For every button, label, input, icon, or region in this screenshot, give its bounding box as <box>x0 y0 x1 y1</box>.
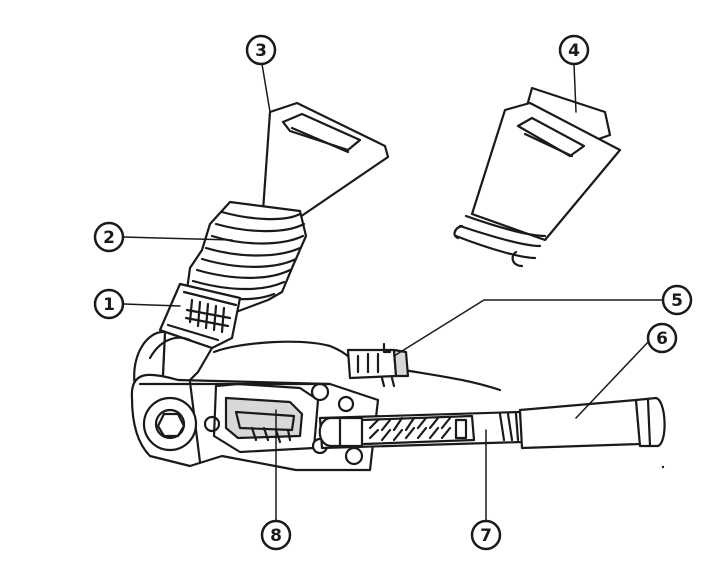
callout-3-label: 3 <box>255 41 267 61</box>
callout-8-label: 8 <box>270 526 282 546</box>
callout-2: 2 <box>93 221 125 253</box>
callout-3: 3 <box>245 34 277 66</box>
callout-7: 7 <box>470 519 502 551</box>
callout-6-label: 6 <box>656 329 668 349</box>
tube-assembly <box>318 396 666 450</box>
leader-line-4 <box>573 63 577 113</box>
latch-plate-tongue-left <box>260 101 390 227</box>
callout-4-label: 4 <box>568 41 580 61</box>
leader-line-1 <box>123 303 181 307</box>
callout-4: 4 <box>558 34 590 66</box>
callout-2-label: 2 <box>103 228 115 248</box>
pretensioner-body <box>130 373 380 472</box>
speck-dot <box>661 465 665 469</box>
leader-lines <box>123 63 663 521</box>
callout-6: 6 <box>646 322 678 354</box>
leader-line-5 <box>393 299 663 357</box>
latch-plate-tongue-right <box>453 86 622 268</box>
callout-8: 8 <box>260 519 292 551</box>
electrical-connector <box>212 340 502 392</box>
leader-line-3 <box>261 63 271 113</box>
leader-line-2 <box>123 236 233 241</box>
callout-5: 5 <box>661 284 693 316</box>
callout-1: 1 <box>93 288 125 320</box>
callout-7-label: 7 <box>480 526 492 546</box>
buckle-housing <box>158 282 242 350</box>
callout-5-label: 5 <box>671 291 683 311</box>
callout-1-label: 1 <box>103 295 115 315</box>
leader-line-6 <box>575 339 651 419</box>
